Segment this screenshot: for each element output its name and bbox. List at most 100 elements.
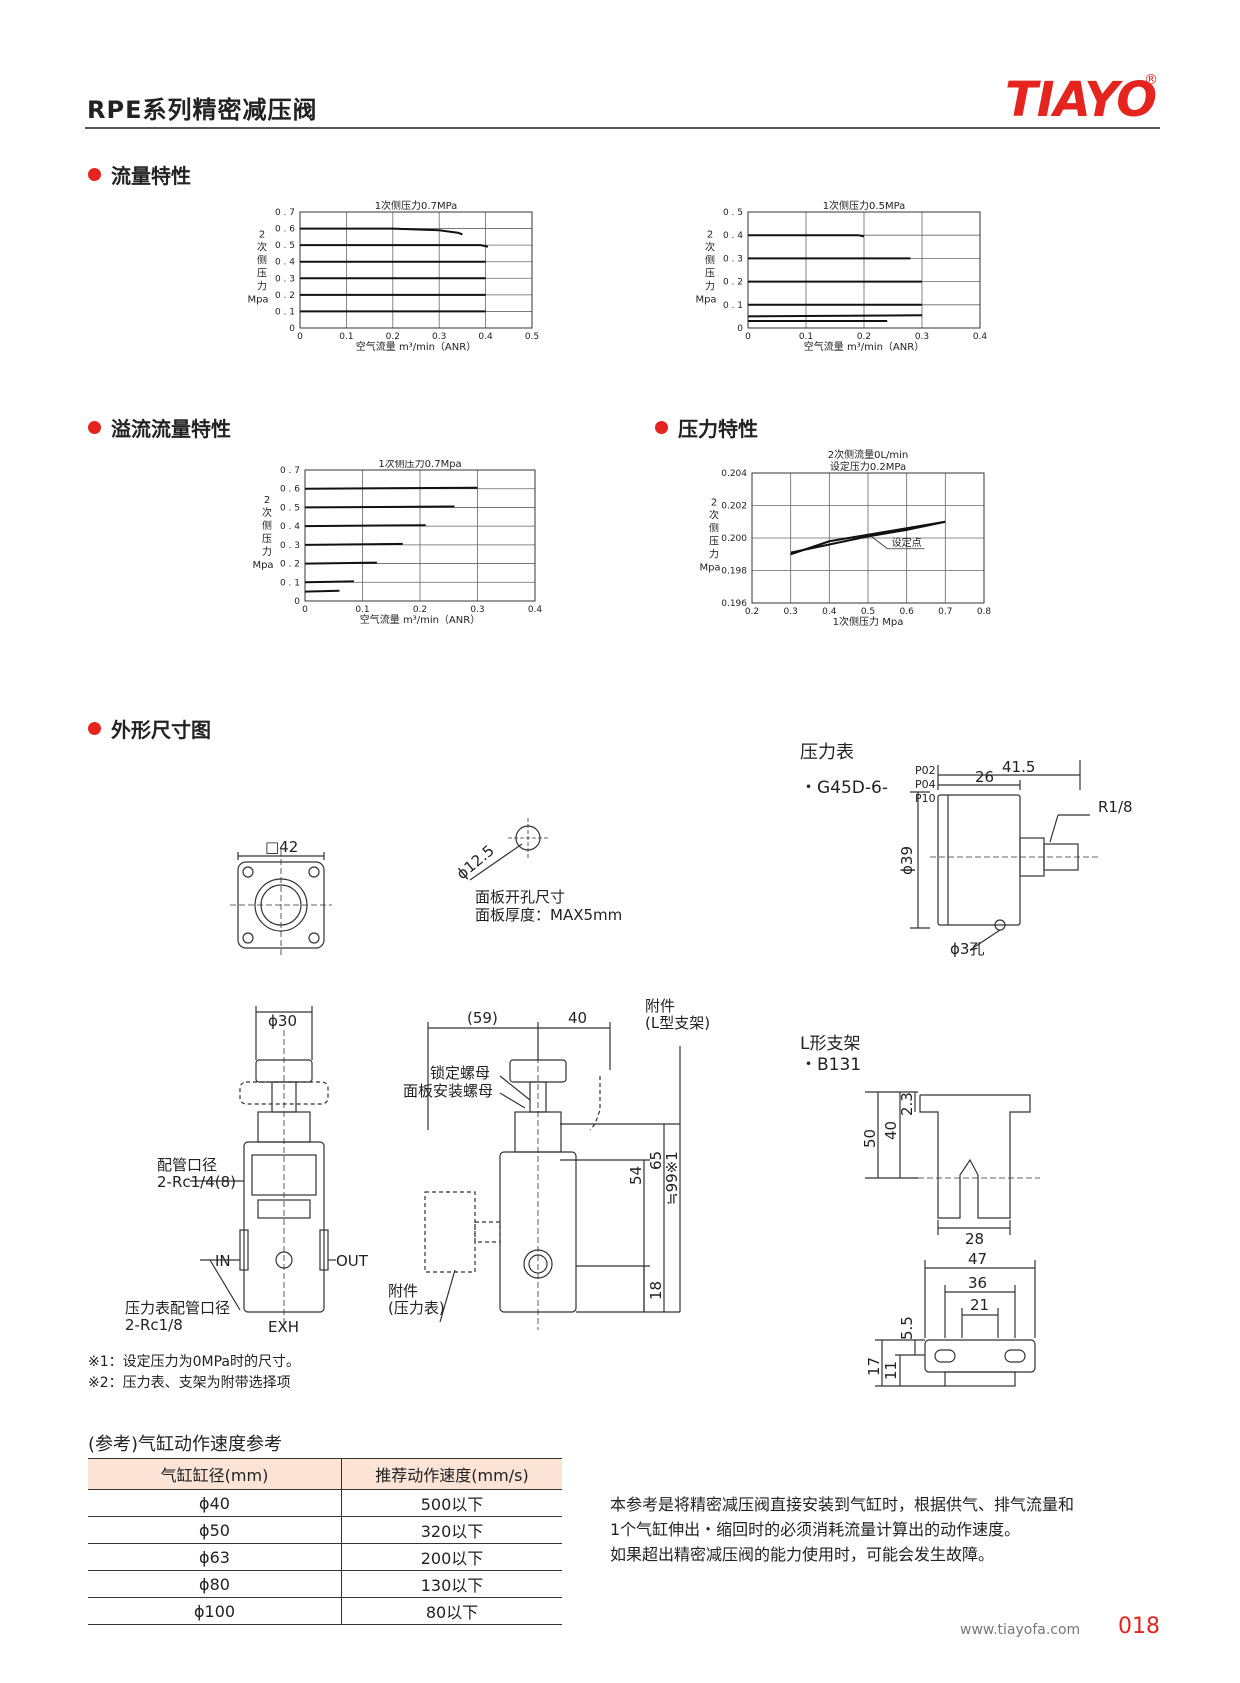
y-axis-unit: Mpa — [247, 295, 268, 306]
dim-41-5: 41.5 — [1002, 758, 1035, 776]
y-axis-label: 2 — [259, 230, 265, 241]
bracket-title: L形支架 — [800, 1034, 860, 1054]
y-tick-label: 0.204 — [721, 469, 747, 479]
series-line — [304, 561, 377, 565]
y-axis-label: 力 — [257, 280, 267, 293]
y-axis-label: 力 — [705, 280, 715, 293]
x-tick-label: 0.3 — [784, 607, 798, 617]
dim-47: 47 — [968, 1250, 987, 1268]
y-tick-label: 0 . 2 — [275, 291, 295, 301]
x-tick-label: 0.4 — [478, 332, 493, 342]
bracket-side — [919, 1094, 1031, 1219]
y-tick-label: 0 — [289, 324, 295, 334]
y-tick-label: 0.196 — [721, 599, 747, 609]
y-axis-label: 侧 — [705, 254, 715, 267]
y-tick-label: 0 . 5 — [280, 503, 300, 513]
series-line — [790, 520, 946, 554]
y-tick-label: 0 . 6 — [275, 225, 295, 235]
x-tick-label: 0.2 — [386, 332, 400, 342]
bullet-icon — [88, 168, 101, 181]
gauge-option: P02 — [915, 764, 936, 777]
y-tick-label: 0 . 4 — [280, 522, 300, 532]
y-axis-label: 次 — [705, 241, 715, 254]
y-axis-label: 压 — [705, 268, 715, 280]
y-tick-label: 0 . 2 — [280, 560, 300, 570]
y-axis-label: 次 — [262, 506, 272, 519]
bullet-icon — [655, 421, 668, 434]
y-axis-label: 侧 — [257, 254, 267, 267]
dim-11: 11 — [882, 1361, 900, 1380]
dim-65: 65 — [647, 1151, 665, 1170]
x-tick-label: 0.4 — [822, 607, 837, 617]
x-axis-label: 空气流量 m³/min（ANR） — [356, 340, 476, 353]
brand-logo: TIAYO — [1005, 72, 1157, 128]
dim-54: 54 — [627, 1166, 645, 1185]
gauge-title: 压力表 — [800, 742, 854, 763]
label-gauge-port-value: 2-Rc1/8 — [125, 1316, 183, 1334]
series-line — [300, 244, 489, 248]
page-title: RPE系列精密减压阀 — [87, 96, 318, 124]
x-tick-label: 0 — [297, 332, 303, 342]
y-axis-unit: Mpa — [699, 563, 720, 574]
y-axis-label: 侧 — [262, 519, 272, 532]
label-accessory-bracket-sub: (L型支架) — [645, 1014, 710, 1032]
x-tick-label: 0.8 — [977, 607, 992, 617]
bullet-icon — [88, 722, 101, 735]
y-tick-label: 0 . 4 — [275, 258, 295, 268]
outline-drawing: □42 ϕ12.5 面板开孔尺寸 面板厚度：MAX5mm ϕ30 配管口径 2-… — [125, 758, 1133, 1387]
description-line: 1个气缸伸出・缩回时的必须消耗流量计算出的动作速度。 — [610, 1520, 1021, 1539]
chart-title: 1次侧压力0.7Mpa — [378, 460, 461, 470]
x-tick-label: 0.6 — [900, 607, 915, 617]
plot-frame — [304, 469, 536, 602]
label-gauge-port: 压力表配管口径 — [125, 1299, 230, 1317]
gauge-option: P04 — [915, 778, 936, 791]
y-tick-label: 0 — [294, 597, 300, 607]
y-tick-label: 0 . 1 — [723, 301, 743, 311]
y-tick-label: 0 — [737, 324, 743, 334]
x-tick-label: 0.3 — [470, 605, 484, 615]
y-tick-label: 0 . 1 — [280, 578, 300, 588]
annotation-label: 设定点 — [892, 536, 922, 549]
gauge-model: ・G45D-6- — [800, 778, 888, 798]
dim-phi30: ϕ30 — [268, 1012, 297, 1030]
y-tick-label: 0.200 — [721, 534, 747, 544]
footer-url: www.tiayofa.com — [960, 1622, 1081, 1638]
y-tick-label: 0.198 — [721, 567, 747, 577]
series-line — [304, 580, 354, 584]
x-axis-label: 空气流量 m³/min（ANR） — [804, 340, 924, 353]
chart-title: 2次侧流量0L/min — [828, 448, 909, 461]
label-accessory-bracket: 附件 — [645, 997, 675, 1015]
y-axis-label: 压 — [709, 536, 719, 548]
section-outline: 外形尺寸图 — [88, 714, 211, 743]
label-exh: EXH — [268, 1318, 299, 1336]
dim-36: 36 — [968, 1274, 987, 1292]
series-line — [304, 505, 455, 509]
y-axis-label: 压 — [262, 533, 272, 545]
y-tick-label: 0 . 2 — [723, 278, 743, 288]
dim-5-5: 5.5 — [898, 1316, 916, 1340]
x-tick-label: 0.2 — [745, 607, 759, 617]
gauge-options: P02 P04 P10 — [915, 764, 936, 806]
dim-2-3: 2.3 — [898, 1092, 916, 1116]
description: 本参考是将精密减压阀直接安装到气缸时，根据供气、排气流量和 1个气缸伸出・缩回时… — [610, 1492, 1074, 1567]
x-tick-label: 0.1 — [339, 332, 353, 342]
y-axis-label: 2 — [711, 498, 717, 509]
dim-59: (59) — [467, 1009, 498, 1027]
dim-phi3-hole: ϕ3孔 — [950, 940, 984, 958]
plot-frame — [747, 211, 981, 329]
dim-99: ≒99※1 — [663, 1151, 681, 1205]
dim-bracket-40: 40 — [882, 1121, 900, 1140]
x-tick-label: 0.4 — [973, 332, 988, 342]
y-tick-label: 0.202 — [721, 502, 747, 512]
label-in: IN — [215, 1252, 231, 1270]
note-1: ※1：设定压力为0MPa时的尺寸。 — [88, 1354, 301, 1370]
x-axis-label: 空气流量 m³/min（ANR） — [360, 613, 480, 626]
series-line — [747, 314, 923, 318]
